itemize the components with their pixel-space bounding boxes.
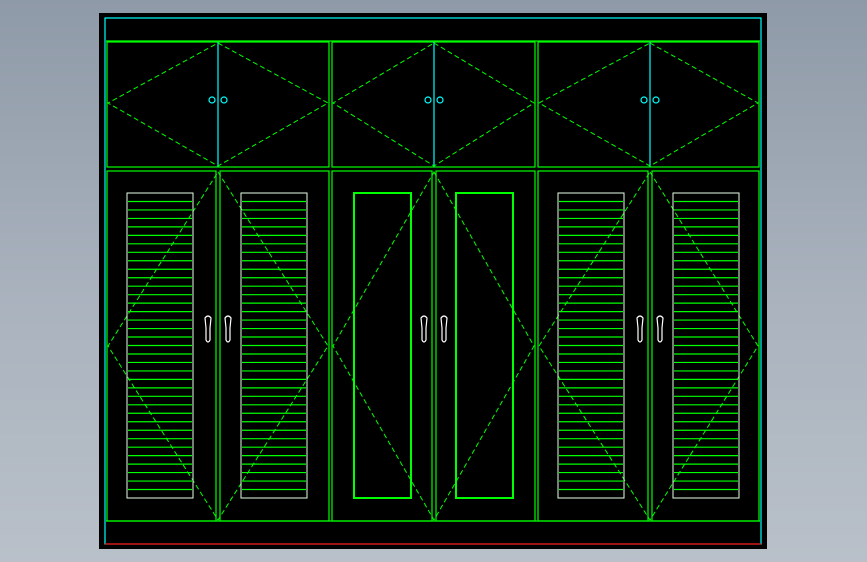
lower-cabinet [331,170,536,522]
handle-outline [636,315,644,343]
lower-cabinet [106,170,330,522]
handle-outline [420,315,428,343]
lower-cabinets [106,170,760,522]
handle-outline [440,315,448,343]
louver-panel [126,192,194,499]
lower-cabinet [537,170,760,522]
handle-icon [636,315,644,343]
lower-door-frame [435,170,536,522]
door-swing-diamond [332,171,535,521]
door-swing-diamond [538,171,759,521]
louver-panel [672,192,740,499]
lower-door-frame [537,170,649,522]
door-swing-diamond [537,42,760,167]
glass-panel [353,192,412,499]
knob-icon [208,96,216,104]
upper-cabinet [537,41,760,168]
knob-icon [220,96,228,104]
knob-icon [424,96,432,104]
louver-panel [557,192,625,499]
handle-outline [656,315,664,343]
louver-frame [240,192,308,499]
door-swing-diamond [107,171,329,521]
drawing-canvas [99,13,767,549]
lower-door-frame [219,170,330,522]
upper-cabinet [106,41,330,168]
louver-frame [557,192,625,499]
handle-outline [204,315,212,343]
lower-door-frame [331,170,433,522]
glass-panel [455,192,514,499]
knob-icon [640,96,648,104]
louver-frame [126,192,194,499]
handle-icon [656,315,664,343]
knob-icon [652,96,660,104]
knob-icon [436,96,444,104]
handle-outline [224,315,232,343]
louver-panel [240,192,308,499]
upper-cabinet [331,41,536,168]
door-swing-diamond [106,42,330,167]
lower-door-frame [106,170,217,522]
handle-icon [204,315,212,343]
handle-icon [440,315,448,343]
handle-icon [420,315,428,343]
lower-door-frame [651,170,760,522]
handle-icon [224,315,232,343]
upper-cabinet-frame [537,41,760,168]
upper-cabinets [106,41,760,168]
louver-frame [672,192,740,499]
door-swing-diamond [332,42,535,167]
